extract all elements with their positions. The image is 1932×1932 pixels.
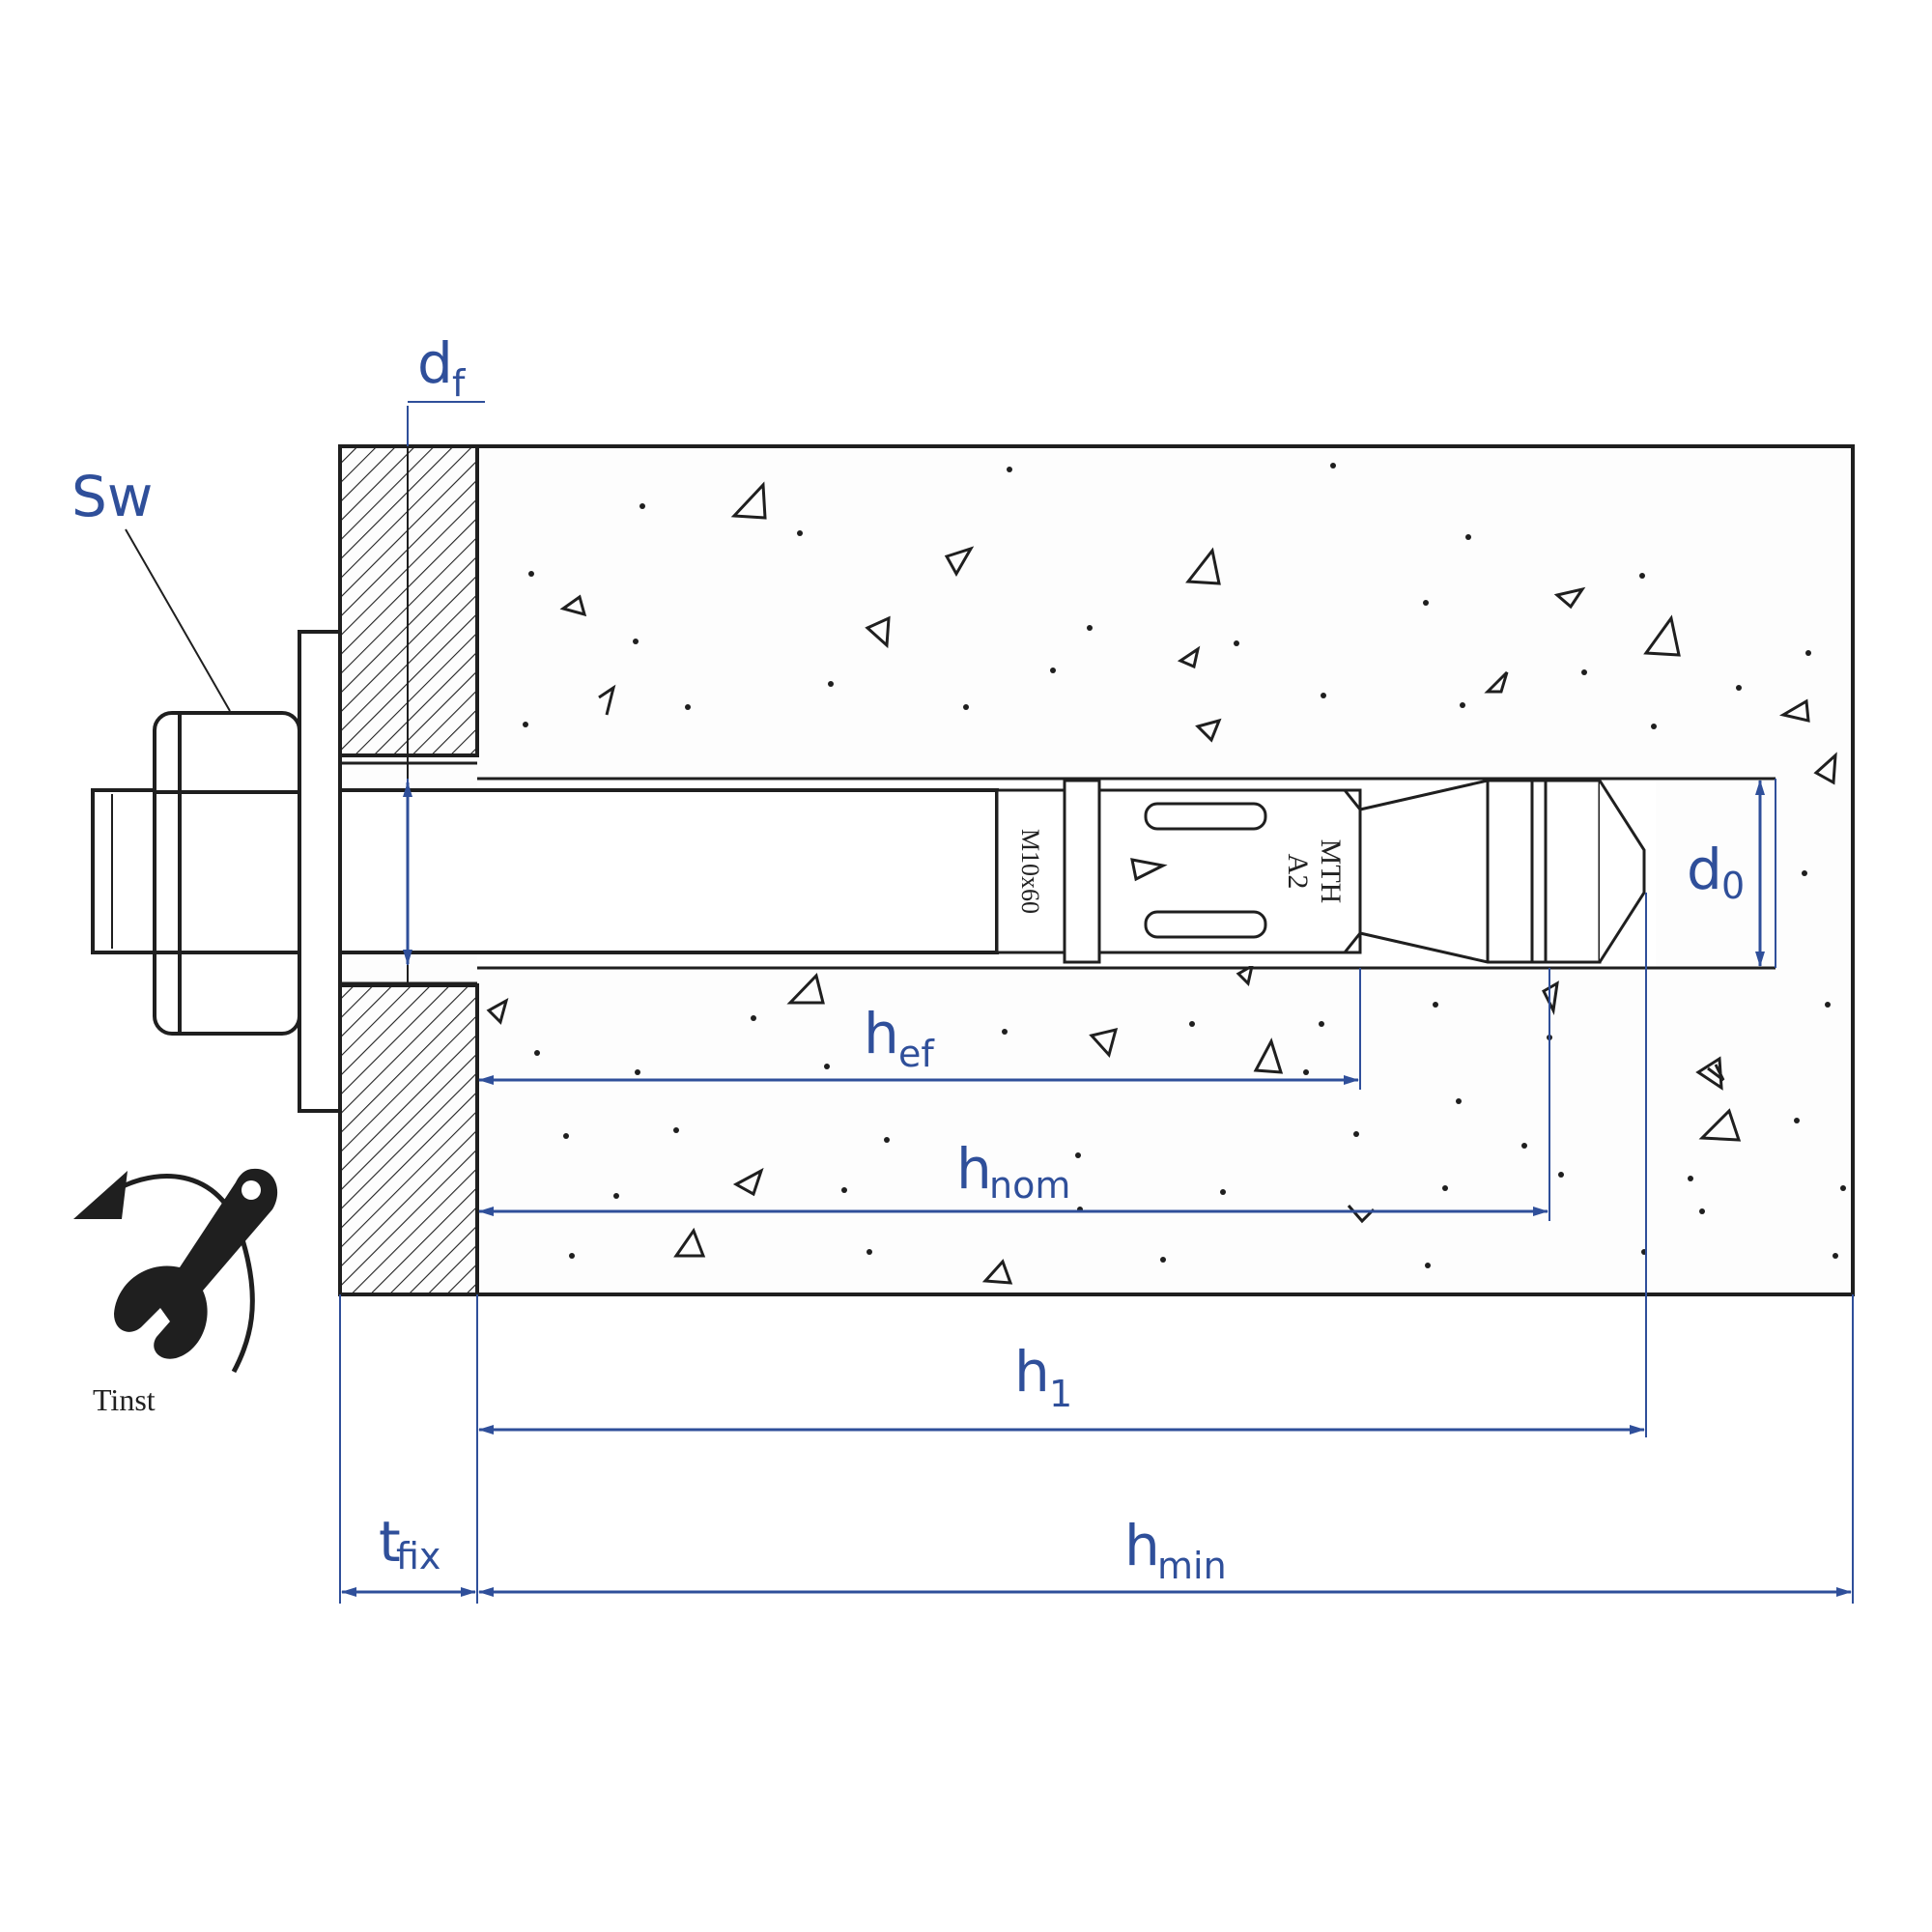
- extension-lines: [339, 401, 1854, 1604]
- fixture-plate-lower: [338, 983, 479, 1296]
- washer: [298, 630, 342, 1113]
- bolt-shaft: [338, 788, 999, 954]
- label-tfix: t: [379, 1509, 401, 1575]
- drilled-hole: [477, 777, 1776, 970]
- label-hmin: h: [1124, 1513, 1160, 1578]
- concrete-dots: [523, 463, 1846, 1268]
- label-d0-sub: 0: [1721, 865, 1745, 907]
- hex-nut: [153, 711, 301, 1036]
- label-tinst: Tinst: [93, 1382, 156, 1417]
- anchor-inner-mark: [1130, 858, 1168, 882]
- label-hef: h: [864, 1001, 899, 1066]
- wrench-icon: [114, 1168, 278, 1359]
- label-sw: Sw: [71, 464, 153, 529]
- anchor-marking-right-2: A2: [1282, 854, 1314, 890]
- anchor-sleeve: [995, 779, 1362, 964]
- bolt-thread-end: [91, 788, 162, 954]
- label-df: d: [417, 330, 453, 396]
- dimension-lines: [341, 780, 1852, 1597]
- anchor-marking-right-1: MTH: [1315, 839, 1347, 904]
- sw-leader-line: [125, 528, 231, 712]
- anchor-marking-left: M10x60: [1016, 829, 1044, 914]
- label-hnom: h: [956, 1136, 992, 1202]
- label-h1: h: [1014, 1339, 1050, 1405]
- label-h1-sub: 1: [1049, 1373, 1072, 1415]
- label-hnom-sub: nom: [989, 1164, 1070, 1207]
- concrete-aggregate: [486, 481, 1837, 1285]
- label-df-sub: f: [452, 362, 467, 405]
- label-d0: d: [1687, 837, 1722, 902]
- label-hmin-sub: min: [1157, 1545, 1227, 1587]
- label-hef-sub: ef: [898, 1033, 935, 1075]
- expansion-cone: [1358, 779, 1646, 964]
- label-tfix-sub: fix: [396, 1535, 440, 1577]
